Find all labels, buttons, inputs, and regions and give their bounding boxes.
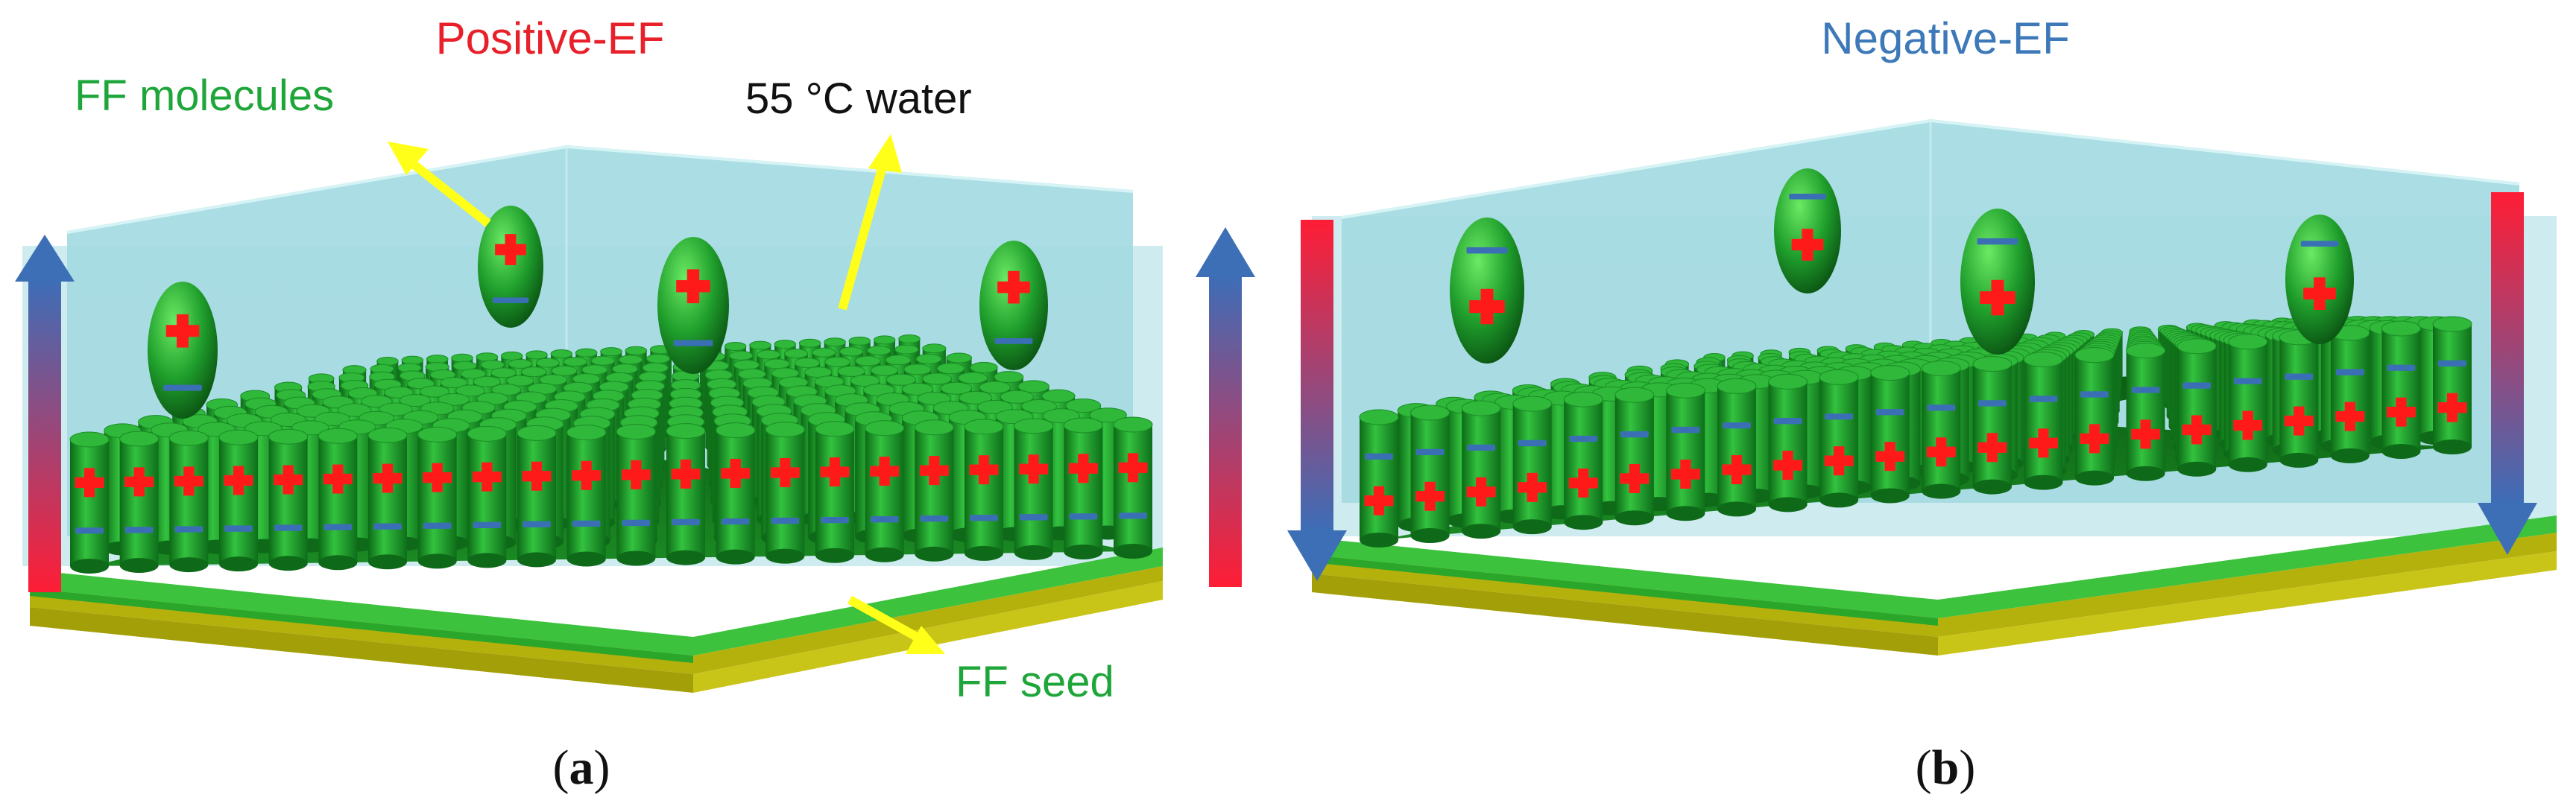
nanorod bbox=[1972, 356, 2012, 495]
panel-a: Positive-EF FF molecules 55 °C water FF … bbox=[15, 13, 1255, 795]
nanorod bbox=[2074, 347, 2115, 486]
ff-molecule bbox=[2285, 215, 2354, 344]
water-label: 55 °C water bbox=[745, 74, 972, 123]
nanorod bbox=[1512, 396, 1553, 535]
nanorod bbox=[218, 429, 259, 572]
ff-molecule bbox=[1774, 168, 1841, 293]
field-arrow-left bbox=[1287, 220, 1347, 581]
nanorod bbox=[2023, 352, 2063, 490]
nanorod bbox=[666, 423, 706, 565]
panel-b: Negative-EF (b) bbox=[1287, 13, 2557, 795]
nanorod bbox=[367, 427, 408, 570]
negative-ef-label: Negative-EF bbox=[1821, 13, 2069, 63]
pointer-arrow-seed bbox=[847, 595, 945, 654]
caption-a: (a) bbox=[553, 740, 610, 795]
substrate bbox=[1312, 515, 2557, 656]
field-arrow-right bbox=[2478, 192, 2537, 555]
ff-molecules-label: FF molecules bbox=[75, 72, 334, 120]
nanorod bbox=[914, 419, 954, 562]
nanorod bbox=[616, 424, 656, 566]
nanorod bbox=[815, 421, 855, 563]
nanorod bbox=[1410, 404, 1450, 544]
ff-molecule bbox=[1960, 209, 2035, 355]
nanorod bbox=[1870, 364, 1910, 504]
nanorod bbox=[1921, 361, 1961, 499]
substrate bbox=[30, 548, 1163, 693]
nanorod bbox=[2279, 329, 2319, 468]
nanorod bbox=[417, 426, 458, 569]
nanorod bbox=[1819, 369, 1859, 508]
nanorod bbox=[2381, 320, 2421, 459]
ff-molecule bbox=[478, 206, 543, 328]
ff-molecules bbox=[1450, 168, 2354, 364]
nanorod bbox=[2330, 325, 2370, 463]
nanorod bbox=[1717, 378, 1757, 517]
nanorod bbox=[865, 420, 905, 562]
nanorod bbox=[765, 422, 805, 564]
field-arrow-right bbox=[1196, 227, 1255, 587]
field-arrow-left bbox=[15, 235, 75, 592]
nanorod bbox=[467, 425, 507, 568]
ff-molecule bbox=[1450, 218, 1524, 364]
nanorod bbox=[268, 428, 309, 571]
nanorod bbox=[2126, 343, 2166, 481]
nanorod bbox=[2432, 316, 2472, 454]
nanorod-array bbox=[1359, 316, 2472, 548]
nanorod bbox=[2228, 334, 2268, 472]
nanorod bbox=[1665, 382, 1705, 521]
pointer-arrow-water bbox=[838, 134, 902, 311]
nanorod bbox=[1563, 391, 1603, 530]
caption-b: (b) bbox=[1916, 740, 1976, 795]
positive-ef-label: Positive-EF bbox=[436, 13, 665, 63]
nanorod bbox=[168, 430, 209, 573]
nanorod bbox=[69, 431, 110, 574]
pointer-arrow-molecules bbox=[388, 142, 491, 227]
nanorod bbox=[119, 431, 160, 574]
nanorod bbox=[566, 424, 607, 567]
nanorod bbox=[1113, 416, 1153, 559]
nanorod bbox=[1014, 418, 1054, 560]
nanorod bbox=[1063, 417, 1103, 559]
nanorod bbox=[964, 419, 1004, 561]
ff-molecule bbox=[148, 282, 218, 419]
nanorod bbox=[517, 425, 557, 568]
ff-molecule bbox=[657, 237, 729, 374]
nanorod bbox=[318, 428, 358, 571]
nanorod bbox=[1768, 373, 1808, 513]
nanorod bbox=[2176, 338, 2217, 477]
nanorod bbox=[716, 422, 756, 565]
nanorod bbox=[1614, 387, 1655, 526]
nanorod bbox=[1461, 400, 1501, 539]
nanorod bbox=[1359, 409, 1399, 548]
ff-molecules bbox=[148, 206, 1048, 419]
ff-seed-label: FF seed bbox=[956, 658, 1114, 706]
ff-molecule bbox=[979, 241, 1048, 370]
